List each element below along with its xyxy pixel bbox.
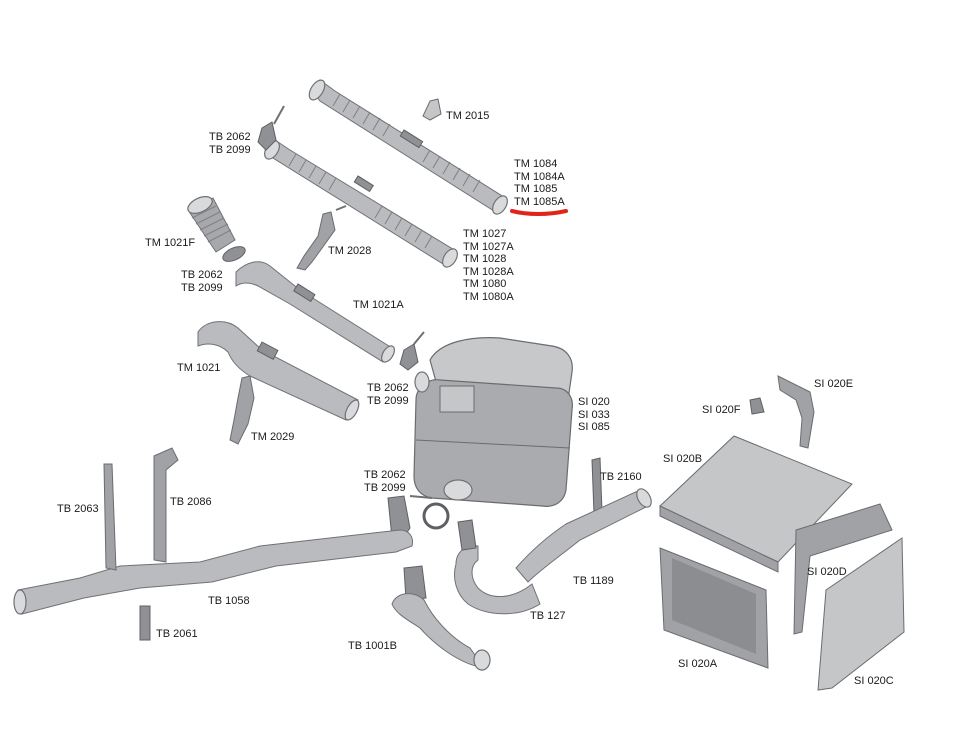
part-tb-1058-pipe [13, 529, 413, 615]
label-tm-1021: TM 1021 [177, 362, 221, 374]
part-si-020-silencer [413, 337, 573, 507]
label-tb-127: TB 127 [530, 610, 566, 622]
label-si-020a: SI 020A [678, 658, 718, 670]
tb-1058-end [13, 589, 27, 615]
label-si-020e: SI 020E [814, 378, 854, 390]
silencer-inlet [414, 371, 430, 393]
highlight-underline-tm-1085a [510, 209, 568, 216]
label-tm-1021a: TM 1021A [353, 299, 404, 311]
label-tb-1189: TB 1189 [573, 575, 614, 587]
part-tm-1021f-flex [187, 196, 246, 262]
part-tm-2015-bracket [422, 98, 442, 121]
part-si-020d-shield [793, 503, 893, 635]
part-tb-2160-bracket [591, 457, 603, 515]
label-tb-2160: TB 2160 [600, 471, 642, 483]
part-tb-2062-clamp-a [257, 105, 285, 151]
label-si-020d: SI 020D [807, 566, 847, 578]
part-tb-2063-support [103, 463, 117, 571]
corrugation-tm-1027 [288, 153, 433, 249]
label-tb-1001b: TB 1001B [348, 640, 397, 652]
label-tm-1021f: TM 1021F [145, 237, 196, 249]
part-si-020a-panel [659, 547, 769, 669]
label-tm-2028: TM 2028 [328, 245, 372, 257]
part-tb-2061-bracket [139, 605, 151, 641]
label-si-020f: SI 020F [702, 404, 741, 416]
label-si-020b: SI 020B [663, 453, 703, 465]
part-tm-1021-pipe [197, 321, 360, 421]
part-tb-1189-pipe [515, 489, 649, 583]
corrugation-tm-1084 [332, 93, 481, 193]
part-tm-2029-bracket [229, 375, 255, 445]
part-tb-127-elbow [454, 545, 541, 615]
part-tb-1001b-elbow [391, 565, 491, 671]
part-tb-2062-clamp-c [399, 331, 425, 371]
label-tm-2029: TM 2029 [251, 431, 295, 443]
label-tm-2015: TM 2015 [446, 110, 490, 122]
part-tm-1021a-pipe [235, 261, 395, 363]
label-tb-2063: TB 2063 [57, 503, 99, 515]
part-si-020e-bracket [777, 375, 815, 449]
silencer-panel [439, 385, 475, 413]
part-tb-127-bracket [457, 519, 477, 551]
part-tm-1084-pipe [308, 79, 508, 215]
part-tm-2028-bracket [296, 205, 347, 271]
part-si-020c-cover [817, 537, 905, 691]
label-si-020c: SI 020C [854, 675, 894, 687]
label-tb-2086: TB 2086 [170, 496, 212, 508]
label-tb-1058: TB 1058 [208, 595, 250, 607]
silencer-outlet [443, 479, 473, 501]
part-tb-2086-support [153, 447, 179, 563]
label-tb-2061: TB 2061 [156, 628, 198, 640]
part-si-020f-clip [749, 397, 765, 415]
